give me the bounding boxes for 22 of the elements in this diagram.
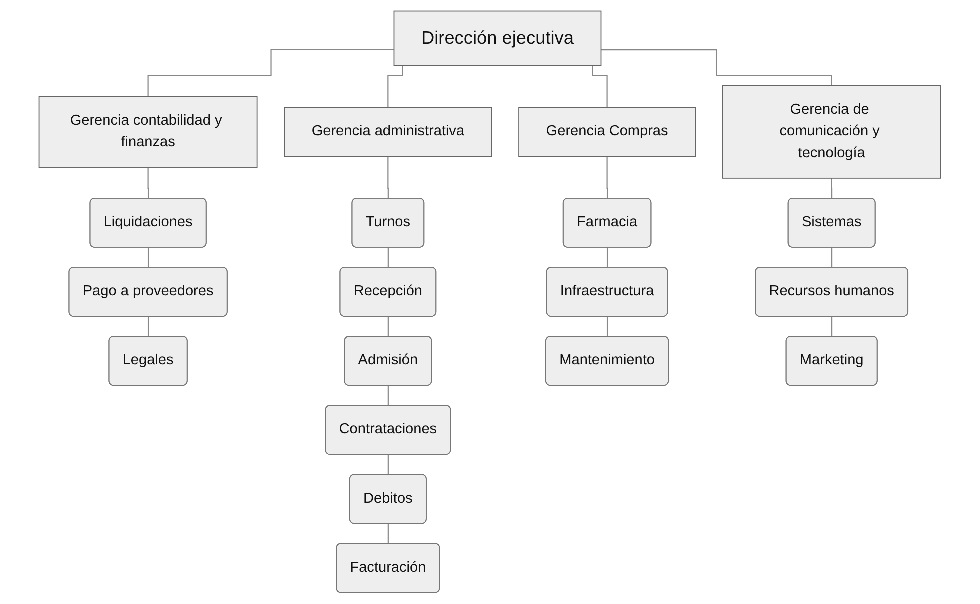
connector bbox=[601, 50, 832, 86]
connector bbox=[388, 385, 390, 407]
connector bbox=[388, 454, 390, 476]
connector bbox=[148, 316, 150, 338]
connector bbox=[148, 247, 150, 268]
connector bbox=[388, 524, 390, 545]
node-box: Gerencia Compras bbox=[518, 107, 696, 158]
node-box: Gerencia de comunicación y tecnología bbox=[722, 85, 942, 179]
connector bbox=[831, 247, 833, 268]
node-box: Dirección ejecutiva bbox=[394, 10, 602, 66]
connector bbox=[148, 166, 150, 200]
connector bbox=[388, 156, 390, 200]
connector bbox=[831, 316, 833, 338]
node-box: Gerencia administrativa bbox=[284, 107, 492, 158]
connector bbox=[148, 49, 394, 98]
connector bbox=[831, 178, 833, 200]
connector bbox=[606, 247, 608, 268]
connector bbox=[606, 156, 608, 200]
node-box: Gerencia contabilidad y finanzas bbox=[38, 96, 258, 168]
connector bbox=[388, 247, 390, 268]
connector bbox=[388, 316, 390, 338]
connector bbox=[606, 316, 608, 338]
